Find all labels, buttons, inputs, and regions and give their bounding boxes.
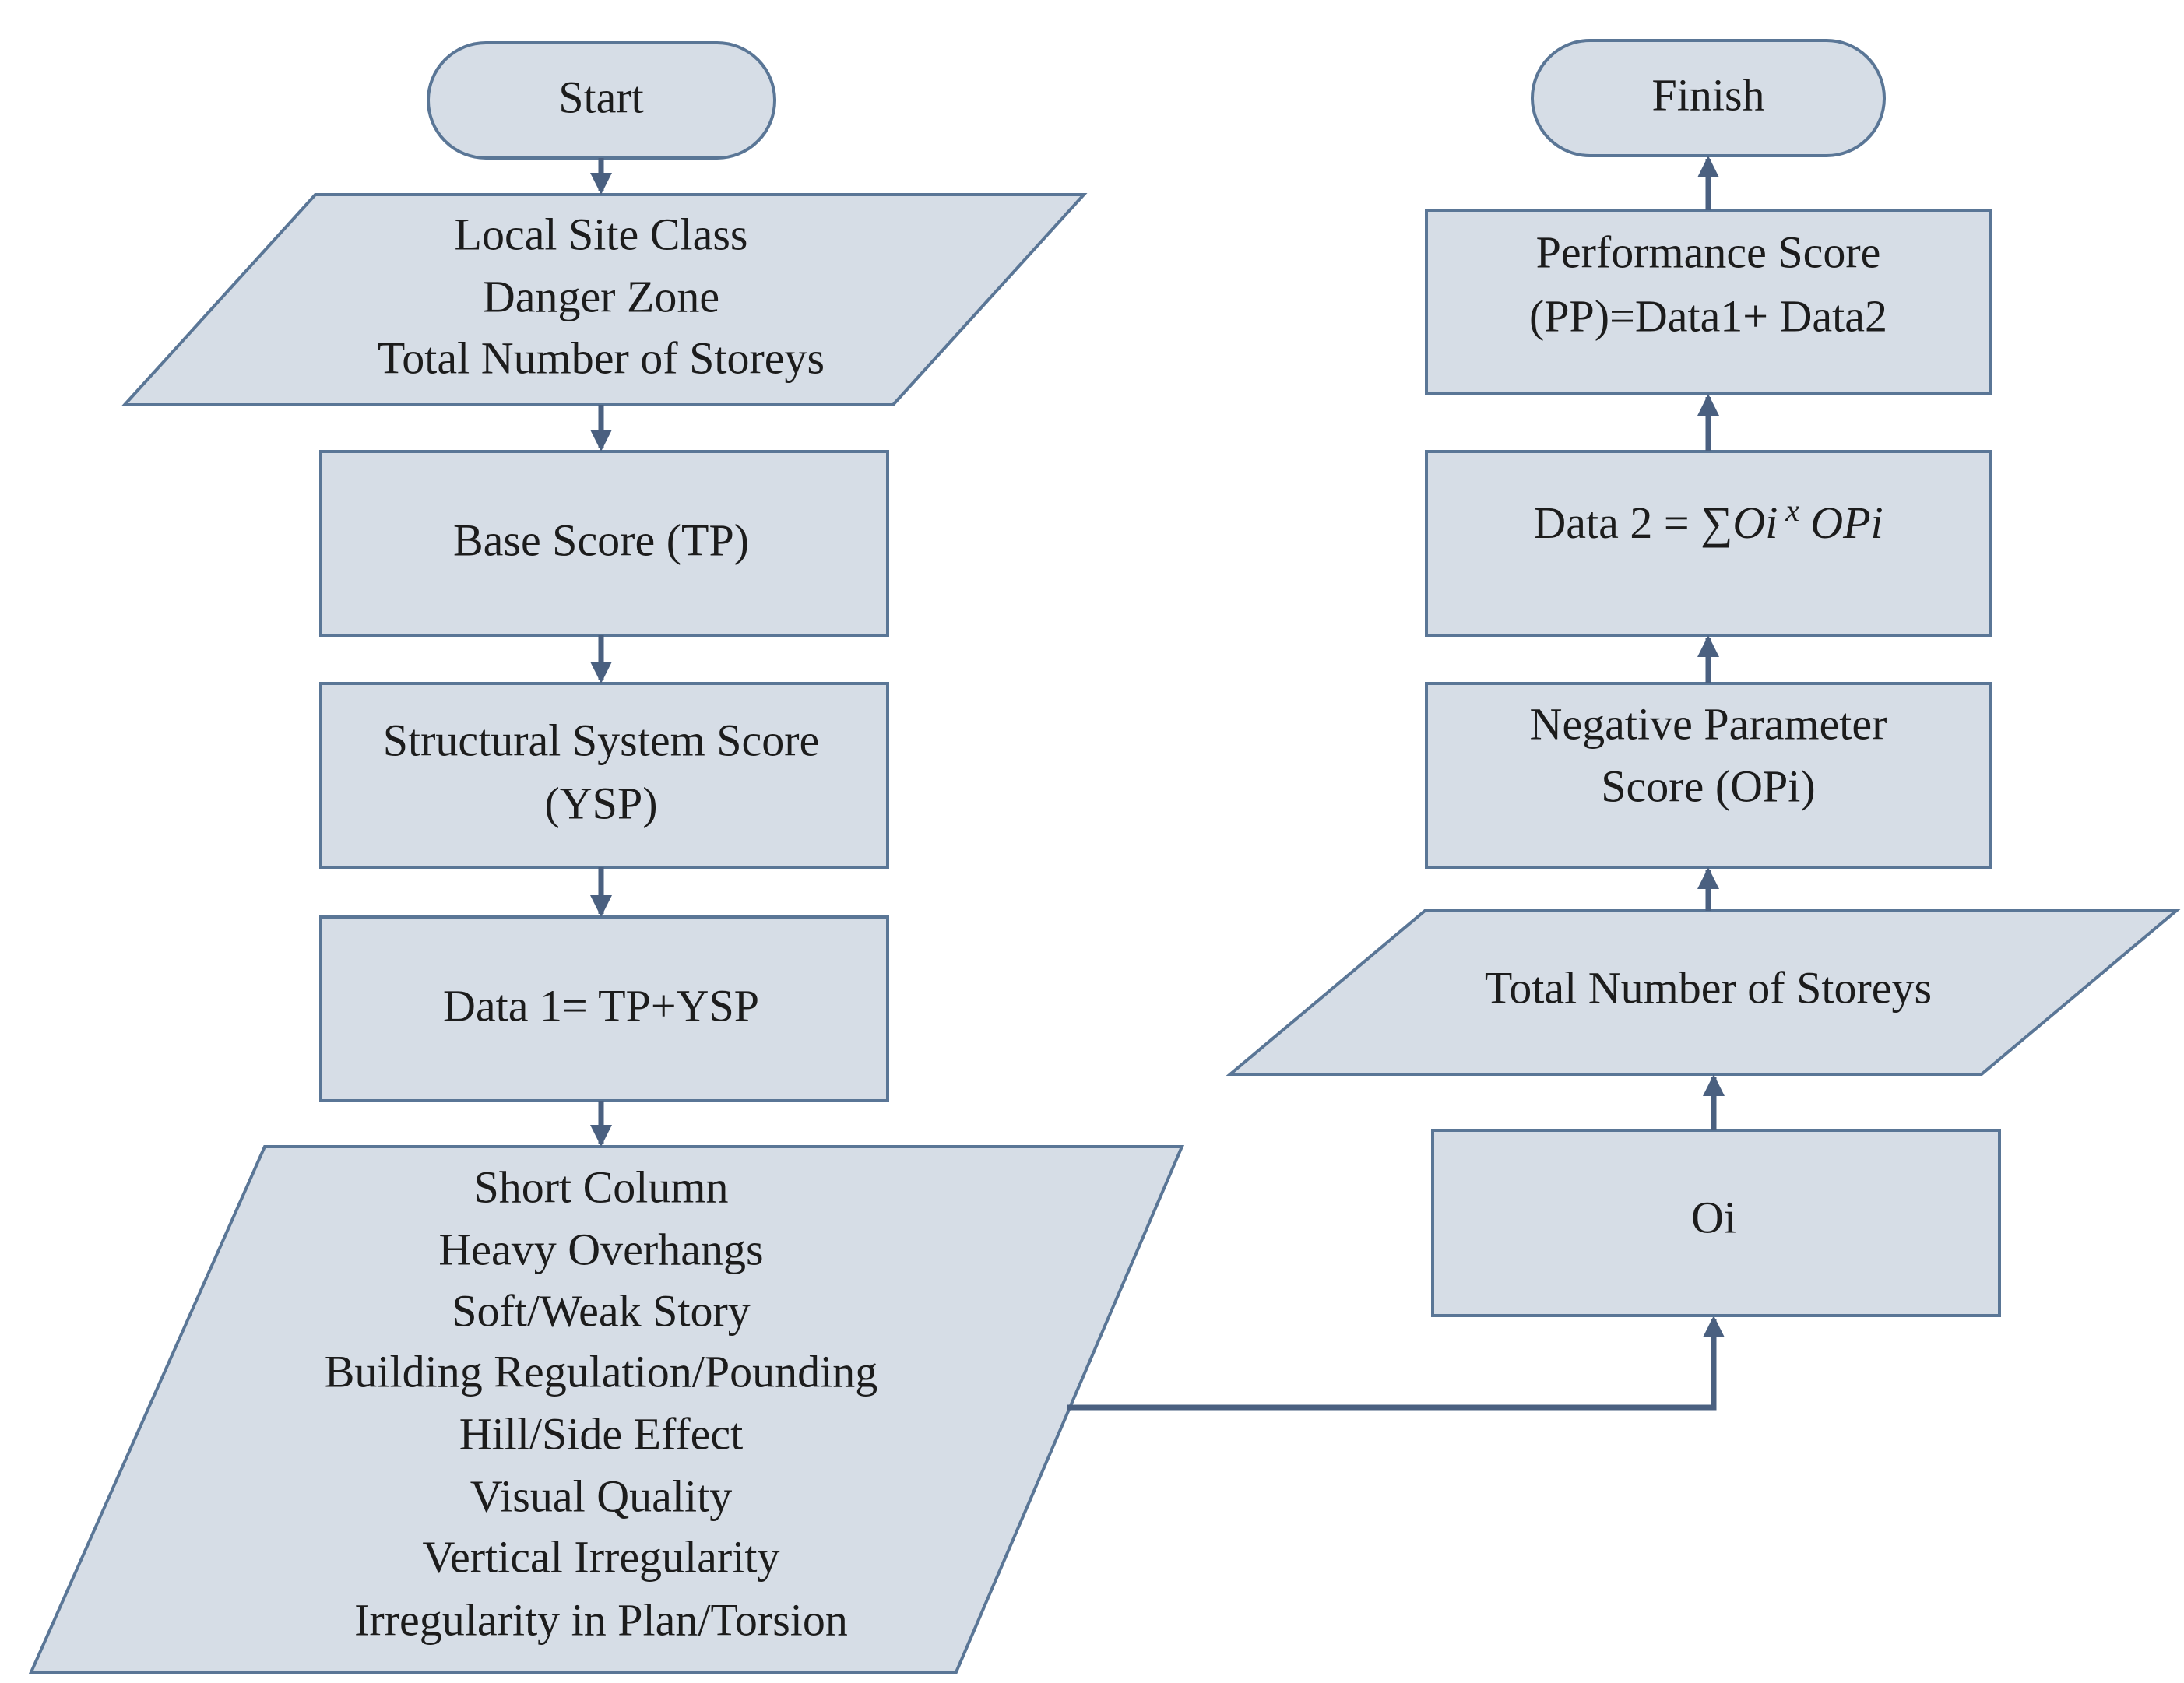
performance-score-line-2: (PP)=Data1+ Data2 <box>1529 290 1887 341</box>
storeys-input-node: Total Number of Storeys <box>1226 909 2181 1076</box>
arrow-params-to-oi <box>1067 1316 1725 1411</box>
data2-prefix: Data 2 = <box>1533 497 1700 548</box>
base-score-node: Base Score (TP) <box>319 450 889 637</box>
finish-node: Finish <box>1531 39 1886 157</box>
start-label: Start <box>558 72 644 122</box>
structural-score-line-1: Structural System Score <box>383 715 820 765</box>
negative-param-8: Irregularity in Plan/Torsion <box>354 1594 848 1645</box>
negative-params-node: Short Column Heavy Overhangs Soft/Weak S… <box>28 1145 1185 1674</box>
performance-score-node: Performance Score (PP)=Data1+ Data2 <box>1425 209 1992 395</box>
oi-label: Oi <box>1691 1192 1736 1242</box>
structural-score-line-2: (YSP) <box>544 778 657 828</box>
site-inputs-line-1: Local Site Class <box>455 209 748 259</box>
structural-score-node: Structural System Score (YSP) <box>319 682 889 869</box>
data2-times: x <box>1785 493 1799 528</box>
negative-param-5: Hill/Side Effect <box>459 1408 744 1459</box>
negative-score-line-1: Negative Parameter <box>1530 698 1887 749</box>
storeys-input-label: Total Number of Storeys <box>1485 962 1932 1013</box>
data1-label: Data 1= TP+YSP <box>443 980 759 1031</box>
negative-param-7: Vertical Irregularity <box>423 1531 780 1582</box>
base-score-label: Base Score (TP) <box>453 515 749 565</box>
finish-label: Finish <box>1651 69 1764 120</box>
oi-node: Oi <box>1431 1129 2001 1317</box>
negative-param-3: Soft/Weak Story <box>452 1285 751 1336</box>
data2-sum: ∑ <box>1700 497 1732 548</box>
site-inputs-node: Local Site Class Danger Zone Total Numbe… <box>121 193 1088 406</box>
site-inputs-line-3: Total Number of Storeys <box>378 332 825 383</box>
negative-score-node: Negative Parameter Score (OPi) <box>1425 682 1992 869</box>
negative-param-4: Building Regulation/Pounding <box>325 1346 878 1397</box>
negative-param-2: Heavy Overhangs <box>438 1224 763 1274</box>
data1-node: Data 1= TP+YSP <box>319 915 889 1102</box>
negative-score-line-2: Score (OPi) <box>1601 761 1815 811</box>
performance-score-line-1: Performance Score <box>1536 227 1881 277</box>
site-inputs-line-2: Danger Zone <box>483 271 719 321</box>
negative-param-6: Visual Quality <box>470 1470 732 1521</box>
start-node: Start <box>427 41 776 160</box>
data2-term2: OPi <box>1810 497 1883 548</box>
negative-param-1: Short Column <box>473 1161 728 1212</box>
data2-term1: Oi <box>1732 497 1778 548</box>
